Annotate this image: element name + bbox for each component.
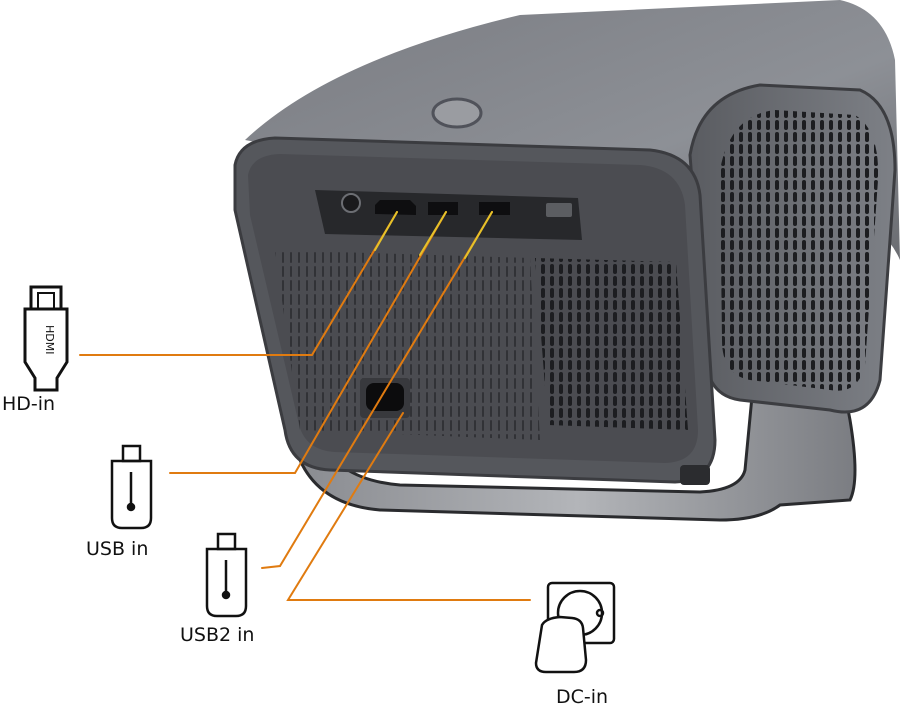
- side-grille: [688, 83, 897, 414]
- usb2-line: [261, 211, 493, 569]
- hdmi-port: [375, 200, 416, 215]
- top-button: [431, 97, 483, 129]
- callout-lines: [79, 211, 531, 601]
- callout-label-dc: DC-in: [556, 686, 609, 708]
- callout-label-usb1: USB in: [86, 538, 149, 560]
- hdmi-line: [79, 211, 398, 356]
- svg-text:HDMI: HDMI: [43, 325, 56, 354]
- dc-line: [286, 412, 531, 601]
- usb-stick-icon: [205, 532, 248, 618]
- foot: [680, 465, 710, 485]
- port-strip: [315, 190, 582, 240]
- usb-port-1: [428, 202, 458, 215]
- hdmi-plug-icon: HDMI: [23, 285, 69, 392]
- usb1-line: [169, 211, 447, 474]
- usb-stick-icon: [110, 444, 153, 530]
- power-inlet: [360, 378, 410, 418]
- projector-top: [245, 0, 900, 260]
- rear-vents-dark: [535, 258, 688, 430]
- callout-label-usb2: USB2 in: [180, 624, 255, 646]
- power-plug-socket-icon: [534, 581, 616, 674]
- usb-port-2: [479, 202, 510, 215]
- ir-window: [546, 203, 572, 217]
- callout-label-hdmi: HD-in: [2, 393, 56, 415]
- audio-jack: [341, 193, 361, 213]
